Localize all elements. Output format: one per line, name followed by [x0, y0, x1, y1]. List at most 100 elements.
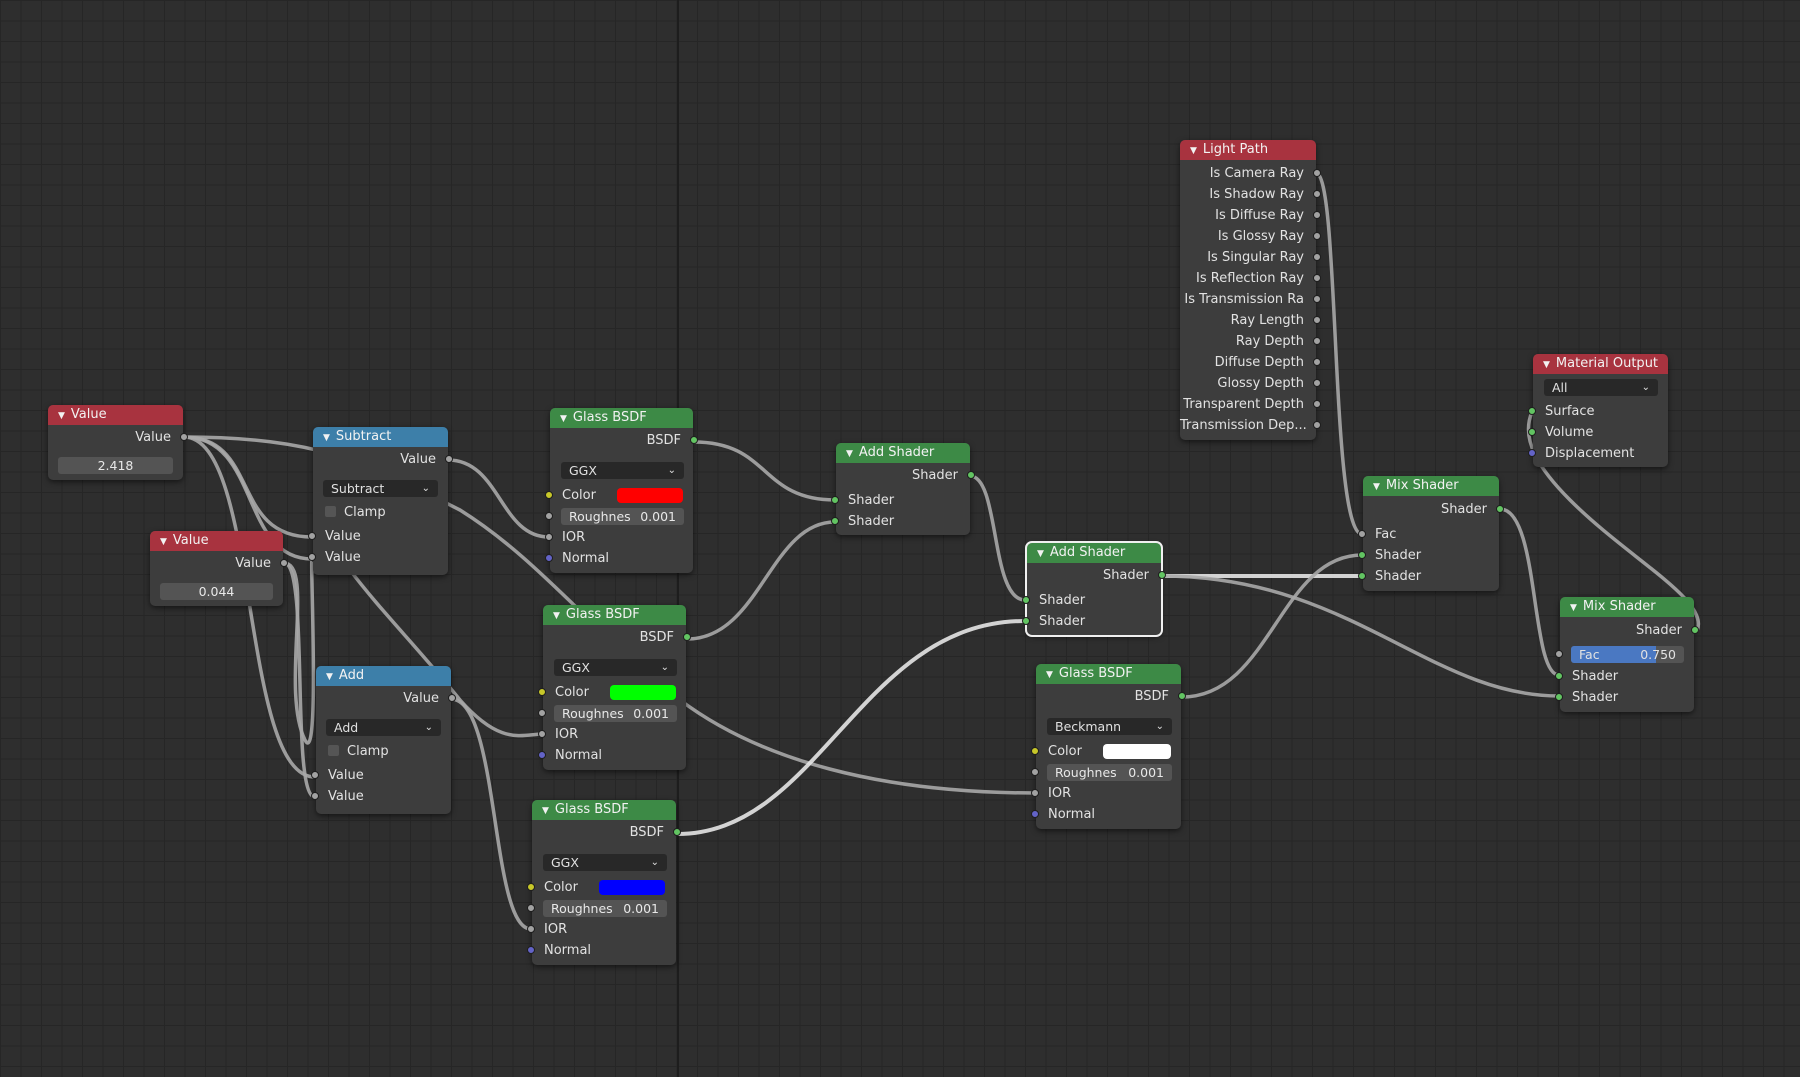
node-header[interactable]: ▼Glass BSDF	[550, 408, 693, 428]
value-socket-icon[interactable]	[311, 771, 319, 779]
subtract-node[interactable]: ▼Subtract Value Subtract⌄ Clamp Value Va…	[308, 427, 453, 575]
collapse-arrow-icon[interactable]: ▼	[1037, 549, 1044, 559]
collapse-arrow-icon[interactable]: ▼	[560, 414, 567, 424]
value-socket-icon[interactable]	[1358, 530, 1366, 538]
collapse-arrow-icon[interactable]: ▼	[1190, 146, 1197, 156]
value-socket-icon[interactable]	[1313, 400, 1321, 408]
add-shader-node-1[interactable]: ▼Add Shader Shader Shader Shader	[831, 443, 975, 535]
color-socket-icon[interactable]	[1031, 747, 1039, 755]
shader-socket-icon[interactable]	[1022, 596, 1030, 604]
shader-socket-icon[interactable]	[1178, 692, 1186, 700]
node-header[interactable]: ▼Light Path	[1180, 140, 1316, 160]
collapse-arrow-icon[interactable]: ▼	[846, 449, 853, 459]
color-socket-icon[interactable]	[538, 688, 546, 696]
value-socket-icon[interactable]	[1313, 421, 1321, 429]
collapse-arrow-icon[interactable]: ▼	[58, 411, 65, 421]
operation-dropdown[interactable]: Subtract⌄	[323, 480, 438, 497]
value-socket-icon[interactable]	[445, 455, 453, 463]
clamp-checkbox-row[interactable]: Clamp	[313, 502, 448, 523]
value-socket-icon[interactable]	[1031, 789, 1039, 797]
value-node-2[interactable]: ▼Value Value 0.044	[150, 531, 288, 606]
collapse-arrow-icon[interactable]: ▼	[1570, 603, 1577, 613]
shader-socket-icon[interactable]	[1528, 407, 1536, 415]
color-socket-icon[interactable]	[545, 491, 553, 499]
value-socket-icon[interactable]	[308, 553, 316, 561]
vector-socket-icon[interactable]	[1031, 810, 1039, 818]
value-socket-icon[interactable]	[538, 709, 546, 717]
value-field[interactable]: 2.418	[58, 457, 173, 474]
color-swatch[interactable]	[617, 488, 683, 503]
vector-socket-icon[interactable]	[1528, 449, 1536, 457]
vector-socket-icon[interactable]	[538, 751, 546, 759]
value-socket-icon[interactable]	[1313, 358, 1321, 366]
fac-slider[interactable]: Fac 0.750	[1571, 646, 1684, 663]
collapse-arrow-icon[interactable]: ▼	[1046, 670, 1053, 680]
shader-socket-icon[interactable]	[673, 828, 681, 836]
collapse-arrow-icon[interactable]: ▼	[160, 537, 167, 547]
shader-socket-icon[interactable]	[1555, 693, 1563, 701]
value-socket-icon[interactable]	[1313, 190, 1321, 198]
checkbox[interactable]	[325, 506, 336, 517]
collapse-arrow-icon[interactable]: ▼	[326, 672, 333, 682]
shader-socket-icon[interactable]	[1022, 617, 1030, 625]
clamp-checkbox-row[interactable]: Clamp	[316, 741, 451, 762]
value-field[interactable]: 0.044	[160, 583, 273, 600]
node-header[interactable]: ▼Add Shader	[836, 443, 970, 463]
value-socket-icon[interactable]	[1313, 169, 1321, 177]
mix-shader-node-1[interactable]: ▼Mix Shader Shader Fac Shader Shader	[1358, 476, 1504, 591]
glass-bsdf-node-4[interactable]: ▼Glass BSDF BSDF Beckmann⌄ Color Roughne…	[1031, 664, 1186, 829]
value-socket-icon[interactable]	[1031, 768, 1039, 776]
distribution-dropdown[interactable]: GGX⌄	[543, 854, 667, 871]
collapse-arrow-icon[interactable]: ▼	[542, 806, 549, 816]
node-header[interactable]: ▼Glass BSDF	[543, 605, 686, 625]
value-socket-icon[interactable]	[527, 904, 535, 912]
distribution-dropdown[interactable]: Beckmann⌄	[1047, 718, 1172, 735]
value-socket-icon[interactable]	[1555, 650, 1563, 658]
vector-socket-icon[interactable]	[527, 946, 535, 954]
target-dropdown[interactable]: All⌄	[1544, 379, 1658, 396]
collapse-arrow-icon[interactable]: ▼	[1543, 360, 1550, 370]
color-swatch[interactable]	[610, 685, 676, 700]
shader-socket-icon[interactable]	[1358, 551, 1366, 559]
add-shader-node-2[interactable]: ▼Add Shader Shader Shader Shader	[1022, 541, 1166, 637]
shader-socket-icon[interactable]	[1555, 672, 1563, 680]
mix-shader-node-2[interactable]: ▼Mix Shader Shader Fac 0.750 Shader Shad…	[1555, 597, 1699, 712]
node-header[interactable]: ▼Material Output	[1533, 354, 1668, 374]
value-socket-icon[interactable]	[1313, 274, 1321, 282]
node-header[interactable]: ▼Subtract	[313, 427, 448, 447]
value-socket-icon[interactable]	[1313, 316, 1321, 324]
node-header[interactable]: ▼Add Shader	[1027, 543, 1161, 563]
vector-socket-icon[interactable]	[545, 554, 553, 562]
shader-socket-icon[interactable]	[831, 496, 839, 504]
value-socket-icon[interactable]	[1313, 379, 1321, 387]
color-swatch[interactable]	[599, 880, 665, 895]
shader-socket-icon[interactable]	[1358, 572, 1366, 580]
shader-socket-icon[interactable]	[831, 517, 839, 525]
value-socket-icon[interactable]	[1313, 232, 1321, 240]
operation-dropdown[interactable]: Add⌄	[326, 719, 441, 736]
add-node[interactable]: ▼Add Value Add⌄ Clamp Value Value	[311, 666, 456, 814]
value-socket-icon[interactable]	[1313, 253, 1321, 261]
color-socket-icon[interactable]	[527, 883, 535, 891]
distribution-dropdown[interactable]: GGX⌄	[554, 659, 677, 676]
node-header[interactable]: ▼Mix Shader	[1560, 597, 1694, 617]
shader-socket-icon[interactable]	[690, 436, 698, 444]
collapse-arrow-icon[interactable]: ▼	[553, 611, 560, 621]
shader-socket-icon[interactable]	[967, 471, 975, 479]
node-header[interactable]: ▼Glass BSDF	[532, 800, 676, 820]
value-socket-icon[interactable]	[180, 433, 188, 441]
distribution-dropdown[interactable]: GGX⌄	[561, 462, 684, 479]
color-swatch[interactable]	[1103, 744, 1171, 759]
value-socket-icon[interactable]	[1313, 295, 1321, 303]
node-header[interactable]: ▼Value	[48, 405, 183, 425]
node-header[interactable]: ▼Value	[150, 531, 283, 551]
value-socket-icon[interactable]	[538, 730, 546, 738]
value-socket-icon[interactable]	[448, 694, 456, 702]
